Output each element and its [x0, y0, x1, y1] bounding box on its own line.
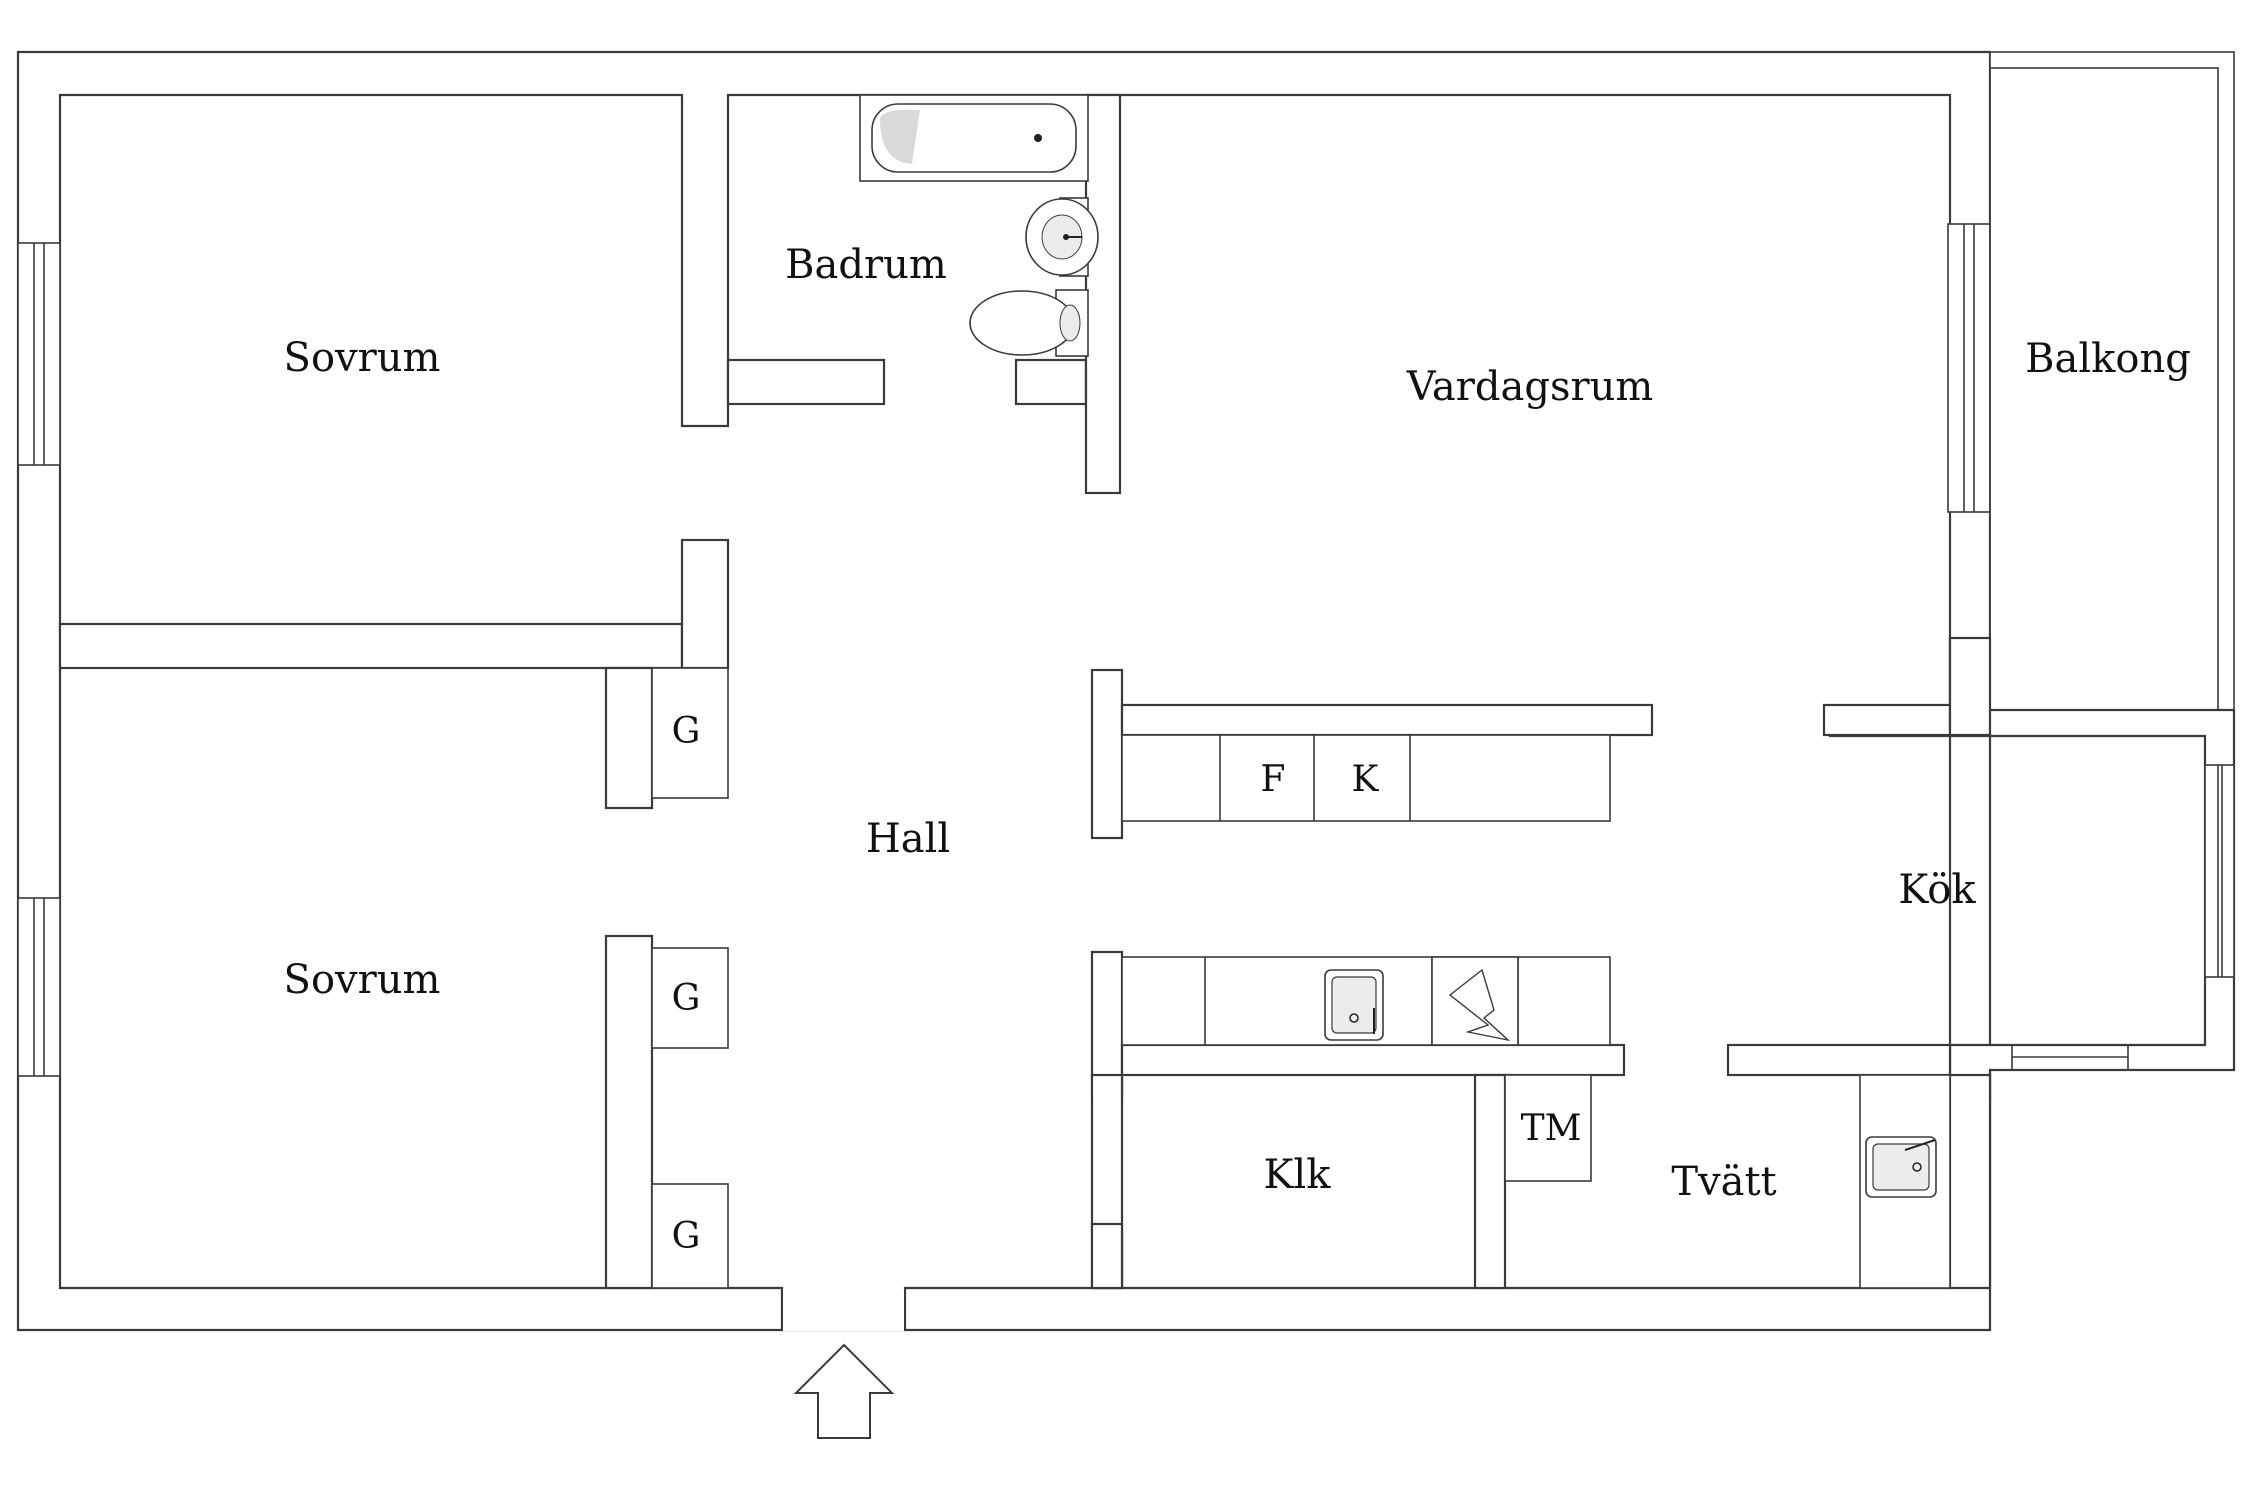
room-label-bedroom-bottom: Sovrum [284, 957, 441, 1003]
room-label-bedroom-top: Sovrum [284, 335, 441, 381]
fridge-label: F [1261, 759, 1286, 800]
entrance-arrow-icon [793, 1343, 895, 1439]
dryer-label: TM [1521, 1108, 1582, 1149]
bathtub-icon [859, 94, 1089, 182]
room-label-balcony: Balkong [2025, 336, 2191, 382]
interior-walls [58, 93, 1992, 1290]
wardrobe-label-3: G [672, 1216, 701, 1257]
kitchen-exterior-wall [1828, 708, 2236, 1102]
kitchen-sink-icon [1324, 969, 1384, 1041]
stove-icon [1431, 956, 1519, 1046]
laundry-sink-icon [1865, 1136, 1937, 1198]
room-label-hall: Hall [866, 816, 950, 862]
room-label-closet-room: Klk [1264, 1152, 1332, 1198]
wardrobe-box-3 [651, 1183, 729, 1289]
wardrobes [651, 667, 729, 1289]
wardrobe-label-1: G [672, 711, 701, 752]
room-label-kitchen: Kök [1898, 867, 1976, 913]
exterior-walls [16, 50, 1992, 1332]
freezer-label: K [1352, 759, 1380, 800]
wardrobe-box-1 [651, 667, 729, 799]
room-label-laundry: Tvätt [1671, 1159, 1776, 1205]
balcony-structure [1989, 51, 2235, 735]
wardrobe-label-2: G [672, 978, 701, 1019]
room-label-living-room: Vardagsrum [1406, 364, 1654, 410]
toilet-icon [969, 289, 1089, 357]
wardrobe-box-2 [651, 947, 729, 1049]
room-label-bathroom: Badrum [785, 242, 947, 288]
sink-icon [1025, 197, 1099, 277]
